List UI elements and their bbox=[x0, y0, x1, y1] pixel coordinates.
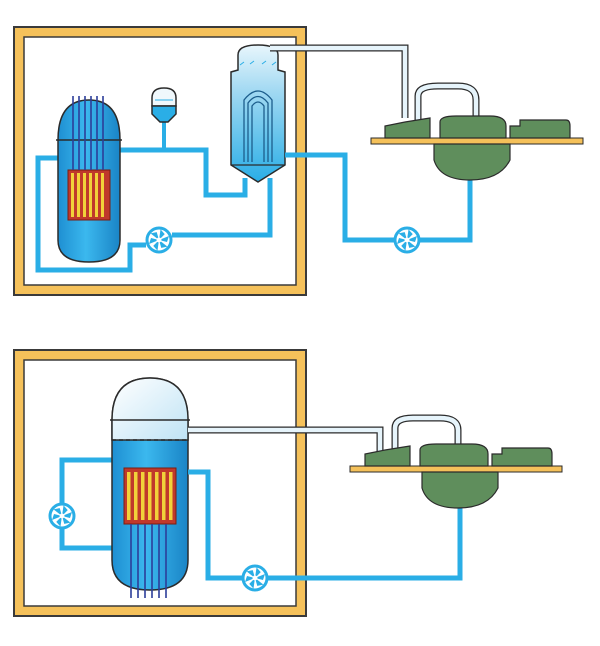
steam-generator bbox=[230, 44, 286, 183]
pwr-feedwater-loop bbox=[285, 152, 473, 243]
pwr-primary-pump-icon bbox=[145, 226, 173, 254]
bwr-panel bbox=[13, 349, 563, 617]
pwr-turbine-generator bbox=[370, 82, 584, 181]
bwr-recirculation-pump-icon bbox=[48, 502, 76, 530]
pwr-steam-line bbox=[270, 44, 409, 118]
bwr-turbine-floor bbox=[349, 465, 563, 473]
bwr-feedwater-loop bbox=[188, 469, 463, 581]
pwr-panel bbox=[13, 26, 584, 296]
bwr-recirculation-loop bbox=[59, 457, 112, 551]
bwr-control-rods bbox=[130, 524, 167, 598]
pwr-primary-loop bbox=[35, 147, 273, 273]
bwr-turbine-generator bbox=[349, 414, 563, 509]
sg-u-tubes bbox=[243, 90, 273, 162]
bwr-steam-line bbox=[188, 426, 384, 455]
pwr-turbine-floor bbox=[370, 137, 584, 145]
pressurizer bbox=[151, 87, 177, 123]
bwr-feedwater-pump-icon bbox=[241, 564, 269, 592]
pwr-reactor-vessel bbox=[56, 96, 122, 263]
pwr-feedwater-pump-icon bbox=[393, 226, 421, 254]
bwr-reactor-vessel bbox=[110, 377, 190, 598]
pwr-control-rods bbox=[72, 96, 104, 170]
